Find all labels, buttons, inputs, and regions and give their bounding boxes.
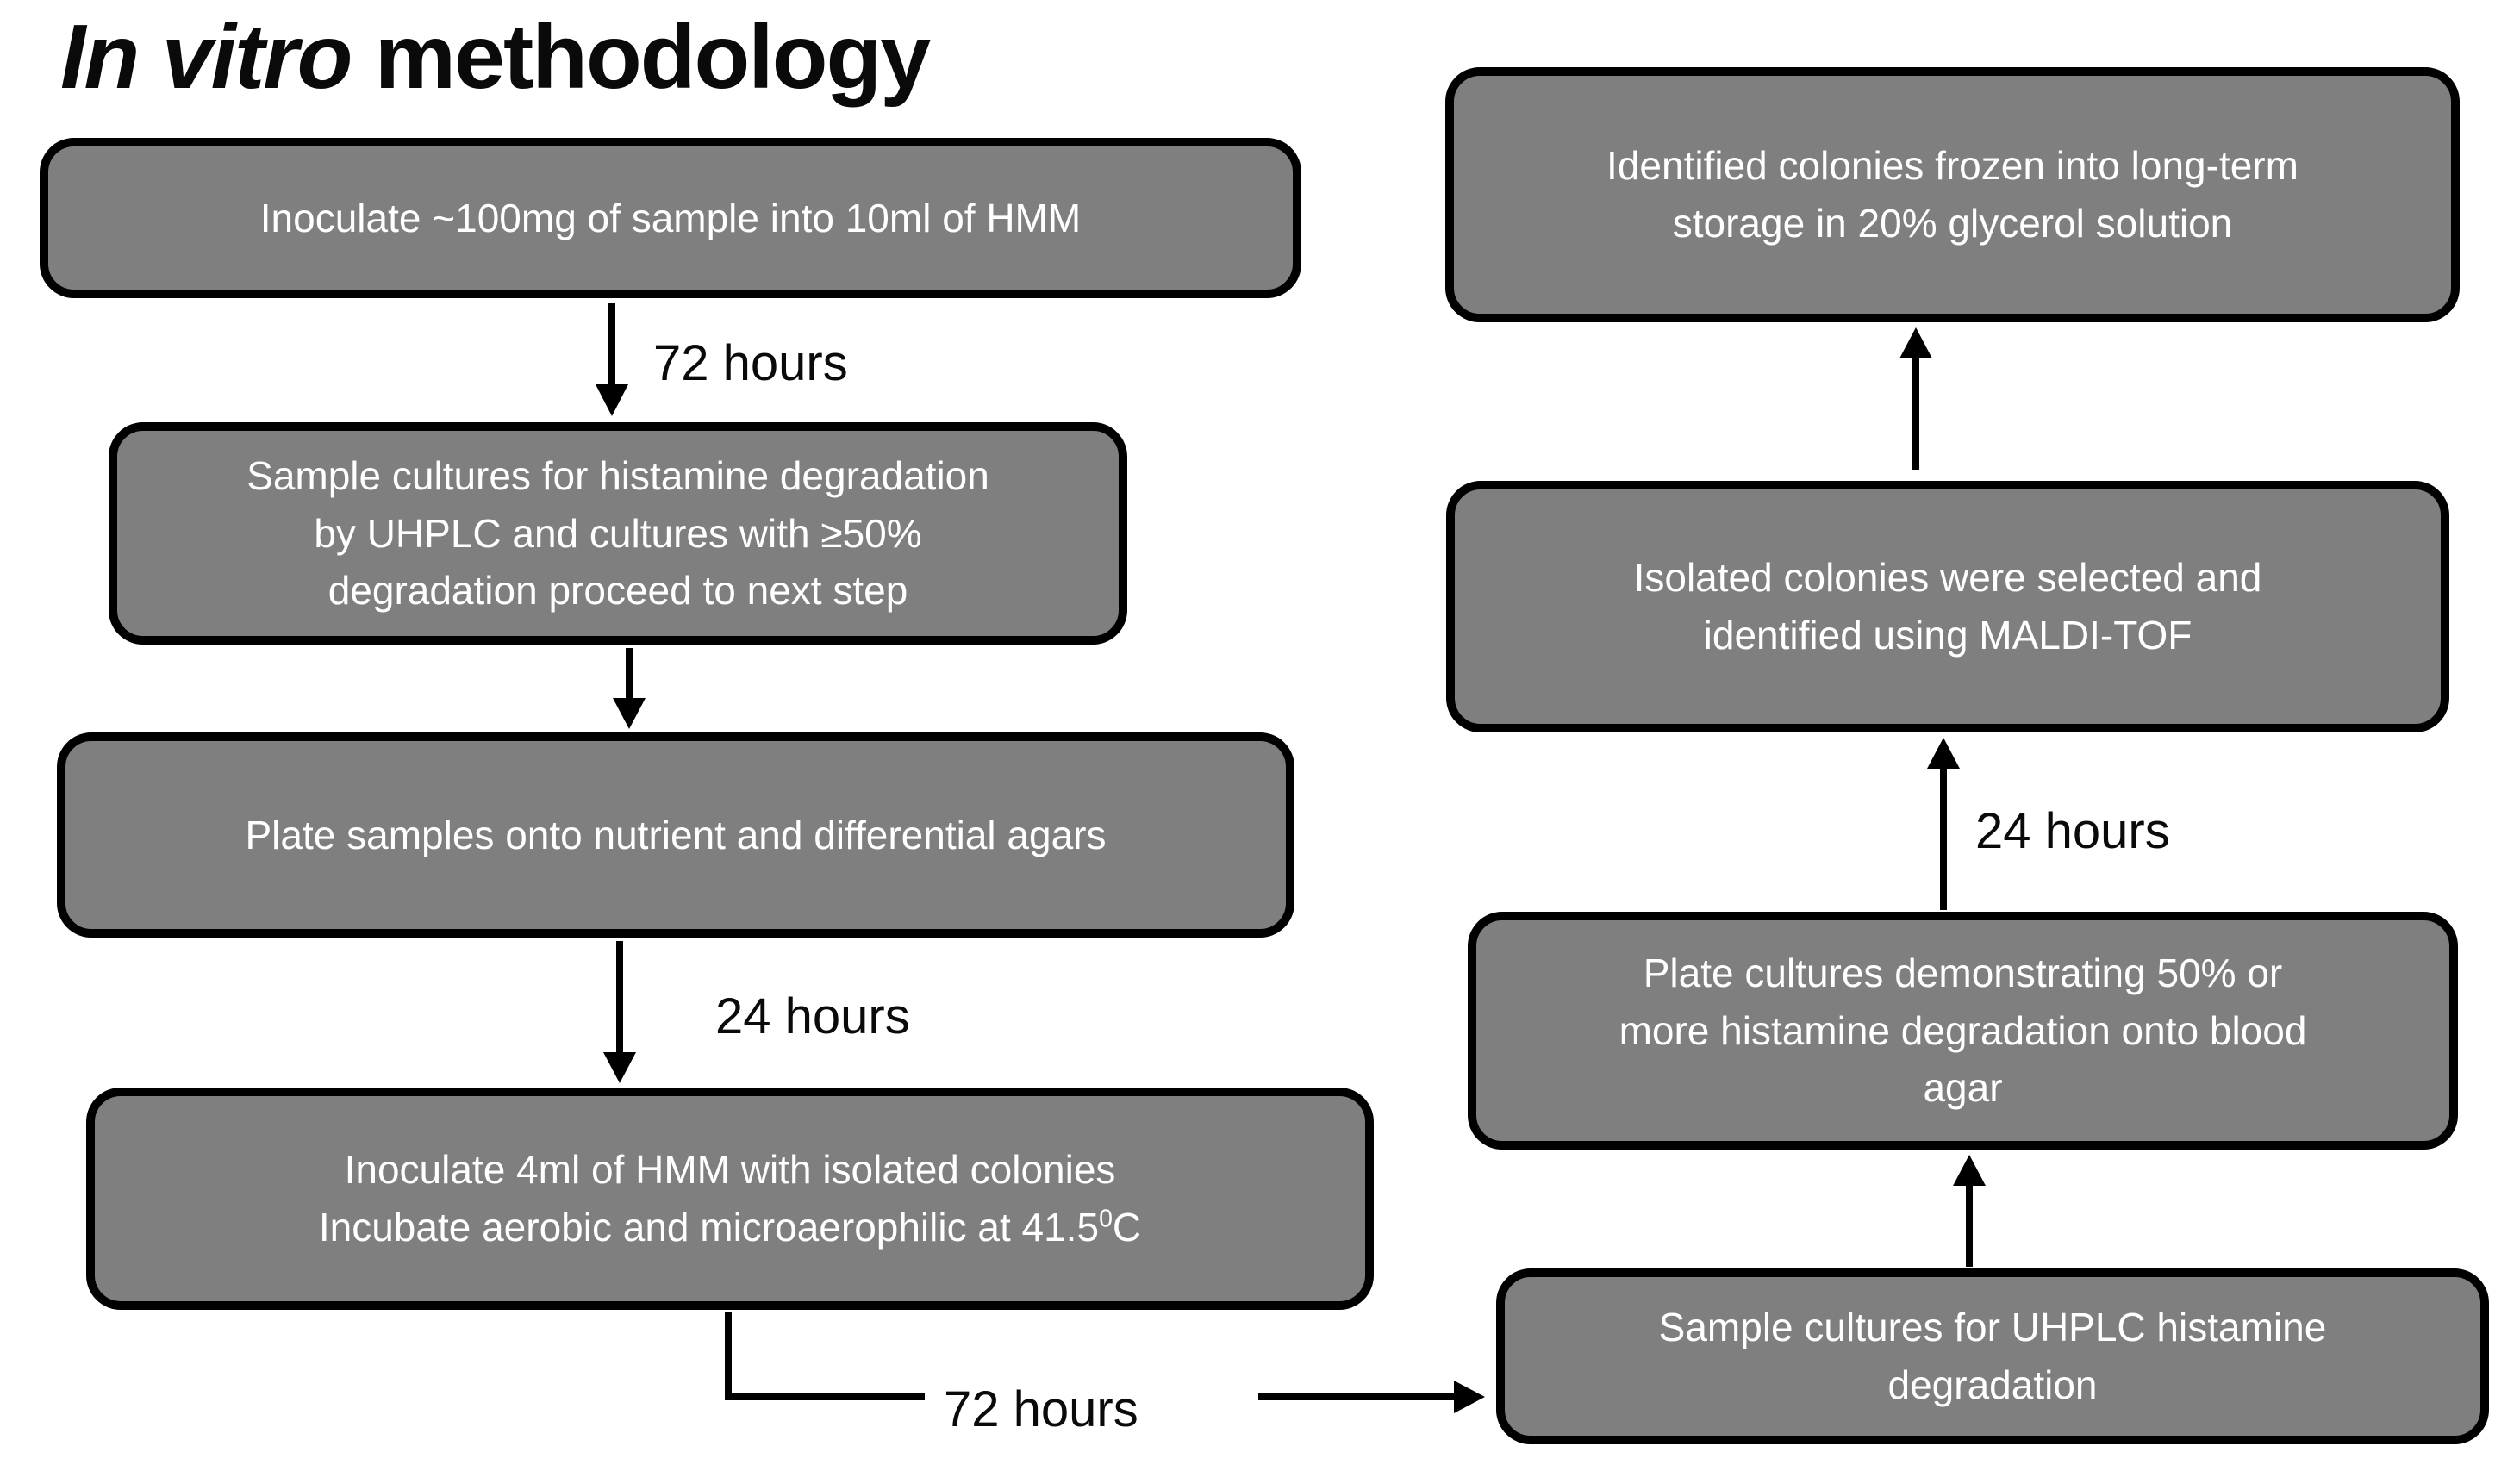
- page-title: In vitro methodology: [60, 5, 931, 109]
- flow-box-maldi-tof: Isolated colonies were selected and iden…: [1446, 481, 2449, 732]
- flow-box-inoculate-hmm-incubate: Inoculate 4ml of HMM with isolated colon…: [86, 1088, 1374, 1310]
- box-text-line: Inoculate 4ml of HMM with isolated colon…: [344, 1147, 1116, 1193]
- box-text-line: Incubate aerobic and microaerophilic at …: [319, 1199, 1141, 1256]
- flow-box-sample-cultures-uhplc: Sample cultures for histamine degradatio…: [109, 422, 1127, 645]
- arrow-box5-to-box6: [1953, 1155, 1986, 1267]
- arrow-box3-to-box4: [603, 941, 636, 1083]
- arrow-box2-to-box3: [613, 648, 646, 729]
- box-text-line: storage in 20% glycerol solution: [1672, 201, 2233, 246]
- superscript-zero: 0: [1099, 1205, 1113, 1233]
- duration-label-72-hours-top: 72 hours: [653, 335, 848, 391]
- box-text-line: Plate cultures demonstrating 50% or: [1643, 950, 2283, 995]
- duration-label-24-hours-left: 24 hours: [715, 988, 910, 1044]
- title-italic-part: In vitro: [60, 6, 352, 108]
- box-text-segment: C: [1112, 1205, 1142, 1250]
- arrow-box6-to-box7: [1927, 738, 1960, 910]
- box-text-line: more histamine degradation onto blood: [1619, 1007, 2307, 1053]
- flow-box-inoculate-sample: Inoculate ~100mg of sample into 10ml of …: [40, 138, 1301, 298]
- box-text-line: Isolated colonies were selected and: [1633, 555, 2262, 601]
- box-text-line: agar: [1923, 1065, 2003, 1111]
- flow-box-frozen-storage: Identified colonies frozen into long-ter…: [1445, 67, 2460, 322]
- arrow-box1-to-box2: [596, 303, 628, 416]
- box-text-line: Plate samples onto nutrient and differen…: [245, 812, 1107, 857]
- arrow-box7-to-box8: [1899, 327, 1932, 470]
- box-text-line: Inoculate ~100mg of sample into 10ml of …: [259, 195, 1082, 240]
- box-text-line: by UHPLC and cultures with ≥50%: [314, 510, 922, 556]
- box-text-line: Identified colonies frozen into long-ter…: [1606, 143, 2299, 189]
- title-rest-part: methodology: [351, 6, 931, 108]
- box-text-line: identified using MALDI-TOF: [1703, 613, 2193, 658]
- box-text-line: degradation: [1887, 1362, 2098, 1407]
- box-text-line: Sample cultures for UHPLC histamine: [1658, 1305, 2327, 1350]
- flow-box-plate-cultures-blood-agar: Plate cultures demonstrating 50% or more…: [1468, 912, 2458, 1150]
- box-text-line: degradation proceed to next step: [327, 568, 908, 614]
- duration-label-72-hours-bottom: 72 hours: [944, 1381, 1138, 1437]
- flow-box-plate-samples: Plate samples onto nutrient and differen…: [57, 732, 1294, 938]
- box-text-line: Sample cultures for histamine degradatio…: [246, 452, 989, 498]
- flow-box-sample-cultures-histamine: Sample cultures for UHPLC histamine degr…: [1496, 1268, 2489, 1444]
- box-text-segment: Incubate aerobic and microaerophilic at …: [318, 1205, 1100, 1250]
- duration-label-24-hours-right: 24 hours: [1975, 803, 2170, 859]
